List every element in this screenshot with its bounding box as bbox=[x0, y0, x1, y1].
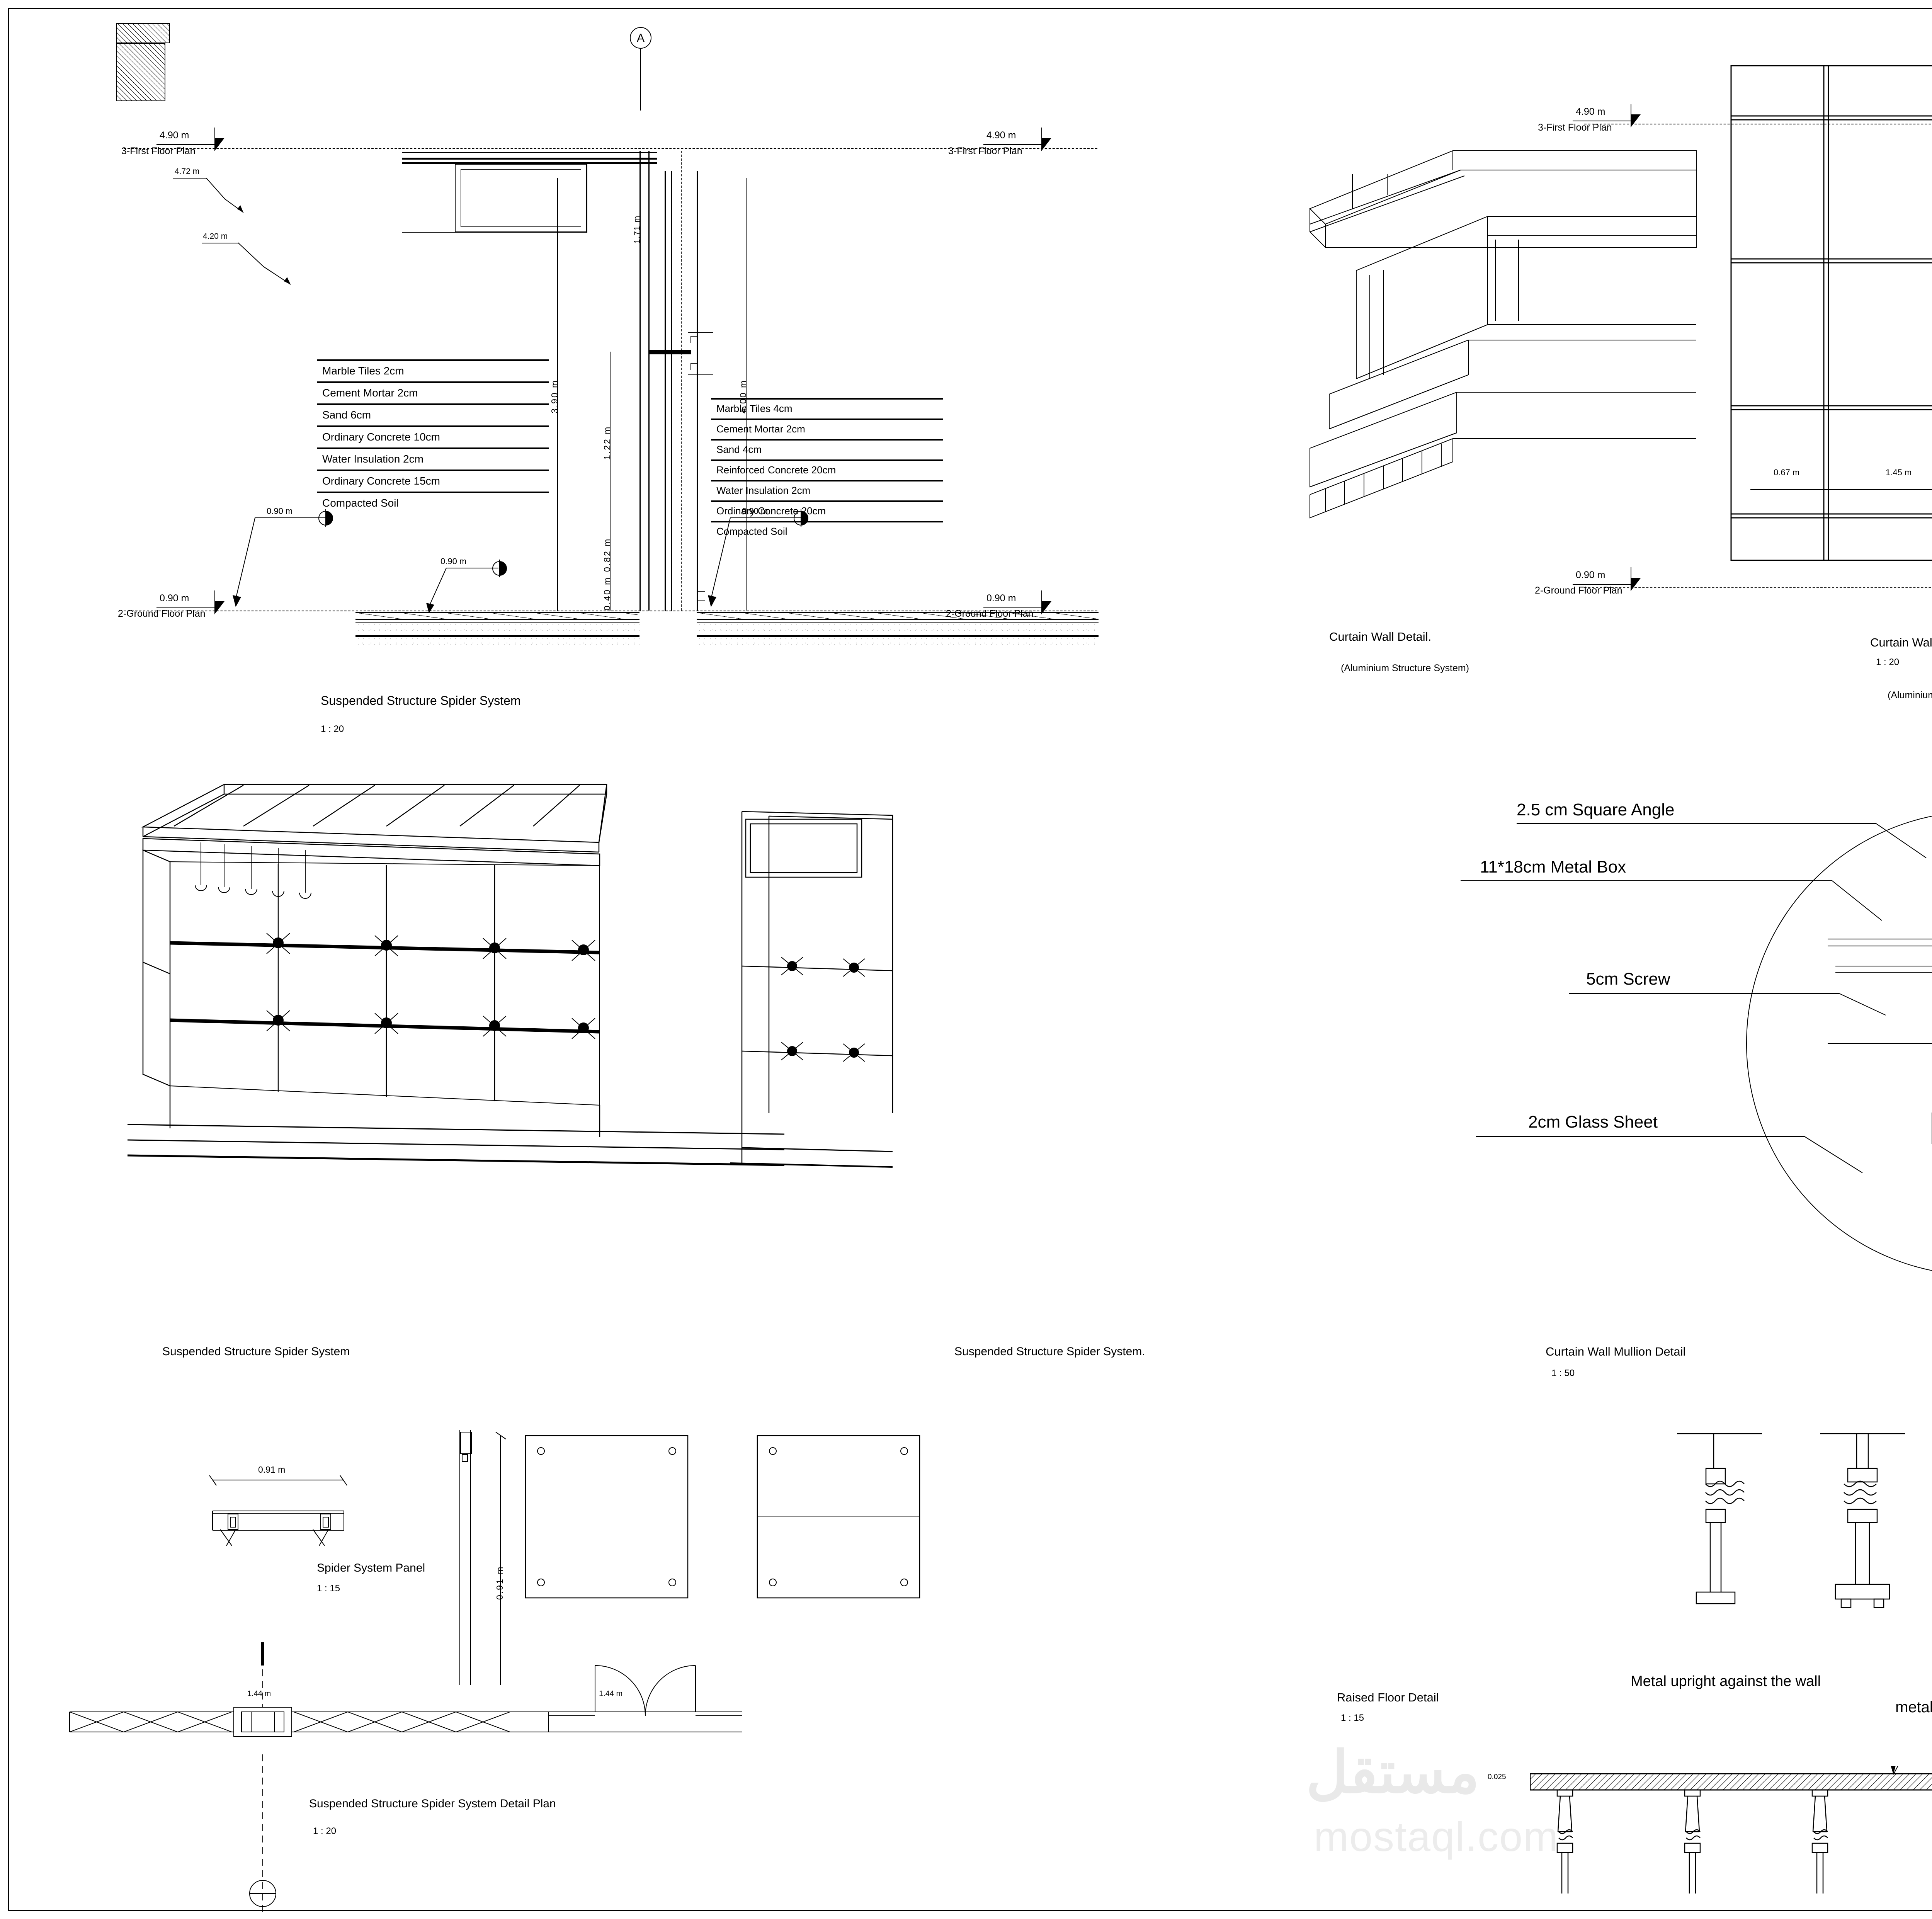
curtain-level-elev-bottom: 0.90 m bbox=[1576, 570, 1605, 580]
level-elevation-first-floor-right: 4.90 m bbox=[986, 130, 1016, 141]
mullion-detail-title: Curtain Wall Mullion Detail bbox=[1546, 1345, 1686, 1358]
buildup-left-layer-4: Water Insulation 2cm bbox=[322, 453, 423, 465]
spider-plan-scale: 1 : 20 bbox=[313, 1826, 337, 1836]
spider-left-title: Suspended Structure Spider System bbox=[162, 1345, 350, 1358]
curtain-level-elev-top: 4.90 m bbox=[1576, 106, 1605, 117]
raised-floor-dim-thickness: 0.025 bbox=[1488, 1773, 1506, 1781]
buildup-right-layer-0: Marble Tiles 4cm bbox=[716, 403, 793, 414]
raised-floor-scale: 1 : 15 bbox=[1341, 1713, 1364, 1723]
spider-detail-plan-view: 1.44 m 1.44 m bbox=[46, 1642, 916, 1913]
spider-plan-title: Suspended Structure Spider System Detail… bbox=[309, 1797, 556, 1810]
spot-elev-1: 0.90 m bbox=[267, 506, 293, 516]
mullion-detail-scale: 1 : 50 bbox=[1551, 1368, 1575, 1378]
watermark-arabic: مستقل bbox=[1306, 1740, 1480, 1805]
spider-panel-scale: 1 : 15 bbox=[317, 1583, 340, 1594]
dim-390: 3.90 m bbox=[549, 379, 560, 413]
level-name-first-floor-right: 3-First Floor Plan bbox=[948, 146, 1022, 157]
level-name-first-floor: 3-First Floor Plan bbox=[121, 146, 196, 157]
raised-floor-title: Raised Floor Detail bbox=[1337, 1691, 1439, 1704]
watermark-latin: mostaql.com bbox=[1314, 1813, 1559, 1860]
spot-elev-symbol-3 bbox=[492, 560, 507, 577]
raised-floor-pedestals-view bbox=[1634, 1410, 1932, 1720]
curtain-elev-scale: 1 : 20 bbox=[1876, 657, 1900, 667]
buildup-right-layer-4: Water Insulation 2cm bbox=[716, 485, 811, 496]
dim-420: 4.20 m bbox=[203, 232, 228, 241]
annotation-metal-box: 11*18cm Metal Box bbox=[1480, 857, 1626, 876]
curtain-elev-subtitle: (Aluminium Structure System) bbox=[1888, 690, 1932, 701]
dim-122: 1.22 m bbox=[602, 425, 612, 460]
curtain-elevation-view: 0.67 m 1.45 m 0.78 m 1.22 m 0.85 m 1.88 … bbox=[1708, 58, 1932, 599]
buildup-right-layer-3: Reinforced Concrete 20cm bbox=[716, 464, 836, 476]
spot-elev-2: 0.90 m bbox=[742, 506, 768, 516]
annotation-square-angle: 2.5 cm Square Angle bbox=[1517, 800, 1675, 819]
wall-section-view: A 4.90 m 3-First Floor Plan 4.90 m 3-Fir… bbox=[116, 23, 1101, 647]
buildup-right-layer-1: Cement Mortar 2cm bbox=[716, 423, 805, 435]
grid-bubble-label: A bbox=[636, 32, 645, 44]
concrete-beam bbox=[116, 23, 170, 43]
buildup-left-layer-5: Ordinary Concrete 15cm bbox=[322, 475, 440, 487]
level-name-ground: 2-Ground Floor Plan bbox=[118, 608, 206, 619]
spider-iso-scale: 1 : 20 bbox=[321, 724, 344, 734]
level-elevation-first-floor: 4.90 m bbox=[160, 130, 189, 141]
spider-panel-title: Spider System Panel bbox=[317, 1562, 425, 1574]
grid-bubble-a: A bbox=[630, 27, 651, 49]
buildup-left-layer-0: Marble Tiles 2cm bbox=[322, 365, 404, 377]
buildup-left-layer-2: Sand 6cm bbox=[322, 409, 371, 421]
sheet-border bbox=[8, 8, 1932, 1911]
buildup-right-layer-2: Sand 4cm bbox=[716, 444, 762, 455]
buildup-left-layer-6: Compacted Soil bbox=[322, 497, 399, 509]
dim-040: 0.40 m bbox=[602, 576, 612, 611]
dim-082: 0.82 m bbox=[602, 538, 612, 572]
curtain-level-name-bottom: 2-Ground Floor Plan bbox=[1535, 585, 1622, 596]
curtain-iso-title: Curtain Wall Detail. bbox=[1329, 630, 1432, 643]
foundation-block bbox=[116, 43, 165, 101]
curtain-elev-title: Curtain Wall Detail bbox=[1870, 636, 1932, 649]
spider-plan-dim-1: 1.44 m bbox=[247, 1689, 271, 1698]
spider-panel-view: 0.91 m 0.91 m bbox=[155, 1414, 1005, 1685]
spider-iso-title: Suspended Structure Spider System bbox=[321, 694, 521, 708]
buildup-right-layer-5: Ordinary Concrete 20cm bbox=[716, 505, 826, 517]
level-elevation-ground-right: 0.90 m bbox=[986, 593, 1016, 604]
mullion-detail-view bbox=[1739, 773, 1932, 1352]
annotation-5cm-screw: 5cm Screw bbox=[1586, 970, 1670, 988]
curtain-iso-subtitle: (Aluminium Structure System) bbox=[1341, 663, 1469, 674]
curtain-level-name-top: 3-First Floor Plan bbox=[1538, 122, 1612, 133]
spider-right-title: Suspended Structure Spider System. bbox=[954, 1345, 1145, 1358]
curtain-dim-h-0: 0.67 m bbox=[1774, 468, 1800, 477]
dim-171: 1.71 m bbox=[633, 215, 641, 243]
buildup-right-layer-6: Compacted Soil bbox=[716, 526, 787, 537]
level-line-first-floor bbox=[124, 148, 1097, 149]
spot-elev-symbol-1 bbox=[318, 509, 333, 527]
spider-panel-height-dim: 0.91 m bbox=[495, 1565, 505, 1600]
spot-elev-3: 0.90 m bbox=[440, 556, 467, 566]
spider-plan-dim-2: 1.44 m bbox=[599, 1689, 623, 1698]
buildup-left-layer-1: Cement Mortar 2cm bbox=[322, 387, 418, 399]
spider-panel-width-dim: 0.91 m bbox=[258, 1465, 286, 1475]
level-elevation-ground: 0.90 m bbox=[160, 593, 189, 604]
dim-472: 4.72 m bbox=[175, 167, 200, 176]
annotation-metal-upright: Metal upright against the wall bbox=[1631, 1673, 1821, 1689]
curtain-dim-h-1: 1.45 m bbox=[1886, 468, 1912, 477]
raised-floor-section-view: 0.025 0.125 m bbox=[1488, 1766, 1932, 1913]
curtain-level-line-bottom bbox=[1584, 587, 1932, 588]
spider-iso-view bbox=[128, 726, 939, 1291]
buildup-left-layer-3: Ordinary Concrete 10cm bbox=[322, 431, 440, 443]
curtain-iso-view bbox=[1287, 108, 1719, 603]
annotation-metal-pillar-center: metal pillar bbox=[1895, 1699, 1932, 1716]
annotation-glass-sheet: 2cm Glass Sheet bbox=[1528, 1113, 1658, 1131]
